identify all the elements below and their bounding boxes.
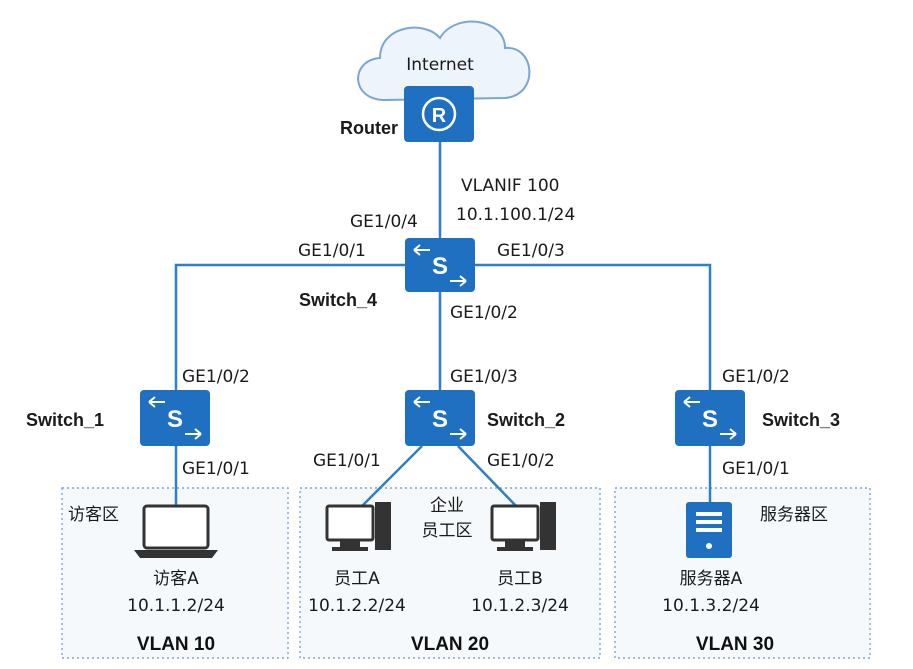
switch4-port-ge102: GE1/0/2	[450, 303, 518, 323]
internet-label: Internet	[406, 55, 474, 75]
switch3-label: Switch_3	[762, 410, 840, 430]
desktop-pc-icon	[490, 502, 556, 551]
staff-a-ip: 10.1.2.2/24	[308, 596, 406, 616]
desktop-pc-icon	[325, 502, 391, 551]
svg-text:S: S	[167, 406, 183, 433]
vlan20-label: VLAN 20	[411, 634, 489, 655]
staff-b-ip: 10.1.2.3/24	[471, 596, 569, 616]
switch3-port-down: GE1/0/1	[722, 459, 790, 479]
internet-cloud-icon	[357, 20, 531, 102]
guest-host-ip: 10.1.1.2/24	[127, 596, 225, 616]
zone-server-title: 服务器区	[760, 505, 828, 525]
zone-staff-title-1: 企业	[430, 496, 464, 516]
switch2-label: Switch_2	[487, 410, 565, 430]
switch1-label: Switch_1	[26, 410, 104, 430]
switch3-port-up: GE1/0/2	[722, 367, 790, 387]
switch4-label: Switch_4	[299, 290, 377, 310]
switch-3-icon: S	[675, 390, 745, 446]
svg-text:S: S	[702, 406, 718, 433]
router-icon: R	[404, 86, 474, 142]
vlanif-label: VLANIF 100	[461, 176, 559, 196]
switch-2-icon: S	[405, 390, 475, 446]
svg-text:S: S	[432, 253, 448, 280]
zone-staff-title-2: 员工区	[422, 521, 473, 541]
switch2-port-right: GE1/0/2	[487, 451, 555, 471]
zone-guest-title: 访客区	[68, 505, 119, 525]
switch2-port-left: GE1/0/1	[313, 451, 381, 471]
switch4-port-ge104: GE1/0/4	[350, 212, 418, 232]
svg-text:R: R	[432, 105, 447, 127]
switch1-port-up: GE1/0/2	[182, 367, 250, 387]
switch4-port-ge103: GE1/0/3	[497, 241, 565, 261]
staff-b-label: 员工B	[497, 569, 543, 589]
server-icon	[686, 502, 732, 558]
svg-text:S: S	[432, 406, 448, 433]
switch4-port-ge101: GE1/0/1	[298, 241, 366, 261]
link-switch4-switch3	[475, 263, 712, 390]
vlan30-label: VLAN 30	[696, 634, 774, 655]
vlan10-label: VLAN 10	[137, 634, 215, 655]
link-switch2-staff-a	[359, 445, 423, 509]
switch-1-icon: S	[140, 390, 210, 446]
guest-host-label: 访客A	[153, 569, 199, 589]
switch-4-icon: S	[405, 238, 475, 292]
zone-server	[614, 487, 871, 659]
switch2-port-up: GE1/0/3	[450, 367, 518, 387]
laptop-icon	[134, 504, 218, 558]
link-switch4-switch1	[174, 263, 405, 390]
server-host-ip: 10.1.3.2/24	[662, 596, 760, 616]
router-label: Router	[340, 118, 398, 138]
vlanif-ip-label: 10.1.100.1/24	[456, 205, 575, 225]
switch1-port-down: GE1/0/1	[182, 459, 250, 479]
link-switch2-staff-b	[457, 445, 519, 509]
staff-a-label: 员工A	[334, 569, 380, 589]
server-host-label: 服务器A	[680, 569, 743, 589]
